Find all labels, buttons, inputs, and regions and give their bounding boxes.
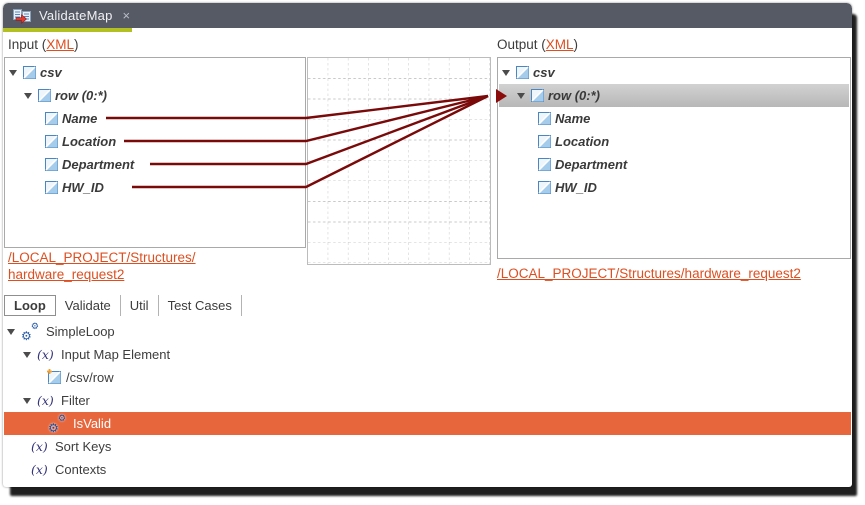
xml-element-icon <box>38 89 51 102</box>
loop-node-sort-keys[interactable]: (x) Sort Keys <box>4 435 851 458</box>
node-label: Contexts <box>55 462 107 477</box>
input-structure-link-line2[interactable]: hardware_request2 <box>8 267 125 282</box>
xml-element-icon <box>45 112 58 125</box>
active-tab-underline <box>3 28 132 32</box>
xml-element-icon <box>516 66 529 79</box>
output-header-text-suffix: ) <box>573 37 579 52</box>
xml-element-icon <box>538 112 551 125</box>
expander-icon[interactable] <box>7 329 21 335</box>
expander-icon[interactable] <box>517 93 531 99</box>
output-node-location[interactable]: Location <box>499 130 849 153</box>
input-header-text-suffix: ) <box>74 37 79 52</box>
input-node-hwid[interactable]: HW_ID <box>6 176 304 199</box>
output-node-hwid[interactable]: HW_ID <box>499 176 849 199</box>
output-node-department[interactable]: Department <box>499 153 849 176</box>
node-label: SimpleLoop <box>46 324 115 339</box>
output-node-name[interactable]: Name <box>499 107 849 130</box>
node-label: IsValid <box>73 416 112 431</box>
node-label: Location <box>62 134 117 149</box>
loop-tree: ⚙⚙ SimpleLoop (x) Input Map Element /csv… <box>4 320 851 481</box>
function-x-icon: (x) <box>31 462 48 477</box>
input-tree: csv row (0:*) Name Location Department <box>6 59 304 246</box>
expander-icon[interactable] <box>23 352 37 358</box>
xml-element-icon <box>531 89 544 102</box>
input-node-row[interactable]: row (0:*) <box>6 84 304 107</box>
node-label: csv <box>40 65 62 80</box>
node-label: Department <box>62 157 135 172</box>
loop-node-input-map-element[interactable]: (x) Input Map Element <box>4 343 851 366</box>
output-node-csv[interactable]: csv <box>499 61 849 84</box>
node-label: Filter <box>61 393 90 408</box>
bottom-tab-strip: Loop Validate Util Test Cases <box>4 295 242 316</box>
function-x-icon: (x) <box>31 439 48 454</box>
input-node-location[interactable]: Location <box>6 130 304 153</box>
tab-test-cases[interactable]: Test Cases <box>158 295 242 316</box>
loop-node-filter[interactable]: (x) Filter <box>4 389 851 412</box>
output-panel-header: Output (XML) <box>497 36 578 54</box>
node-label: Name <box>62 111 98 126</box>
loop-node-contexts[interactable]: (x) Contexts <box>4 458 851 481</box>
node-label: /csv/row <box>66 370 114 385</box>
canvas-grid <box>308 58 490 264</box>
input-node-department[interactable]: Department <box>6 153 304 176</box>
map-document-icon <box>13 8 31 24</box>
node-label: Sort Keys <box>55 439 112 454</box>
xml-element-icon <box>45 181 58 194</box>
output-tree: csv row (0:*) Name Location Department <box>499 59 849 257</box>
node-label: csv <box>533 65 555 80</box>
tab-validate[interactable]: Validate <box>55 295 121 316</box>
node-label: Input Map Element <box>61 347 171 362</box>
close-icon[interactable]: × <box>122 8 131 23</box>
function-x-icon: (x) <box>37 347 54 362</box>
expander-icon[interactable] <box>24 93 38 99</box>
editor-tab-bar: ValidateMap × <box>3 3 852 28</box>
node-label: HW_ID <box>62 180 104 195</box>
input-structure-link-block: /LOCAL_PROJECT/Structures/ hardware_requ… <box>8 249 196 283</box>
output-tree-panel: csv row (0:*) Name Location Department <box>497 57 851 259</box>
xml-element-icon <box>538 181 551 194</box>
node-label: row (0:*) <box>548 88 600 103</box>
node-label: Department <box>555 157 628 172</box>
input-panel-header: Input (XML) <box>8 36 79 54</box>
output-structure-link[interactable]: /LOCAL_PROJECT/Structures/hardware_reque… <box>497 266 801 281</box>
xml-element-icon <box>45 158 58 171</box>
output-node-row-selected[interactable]: row (0:*) <box>499 84 849 107</box>
expander-icon[interactable] <box>502 70 516 76</box>
tab-loop[interactable]: Loop <box>4 295 56 316</box>
node-label: Location <box>555 134 610 149</box>
node-label: row (0:*) <box>55 88 107 103</box>
expander-icon[interactable] <box>9 70 23 76</box>
input-header-text: Input ( <box>8 37 47 52</box>
function-x-icon: (x) <box>37 393 54 408</box>
xml-element-icon <box>23 66 36 79</box>
input-node-name[interactable]: Name <box>6 107 304 130</box>
expander-icon[interactable] <box>23 398 37 404</box>
new-element-icon <box>47 369 61 384</box>
tab-title: ValidateMap <box>39 8 113 23</box>
output-xml-link[interactable]: XML <box>545 37 574 52</box>
input-structure-link[interactable]: /LOCAL_PROJECT/Structures/ <box>8 250 196 265</box>
loop-node-isvalid-selected[interactable]: ⚙⚙ IsValid <box>4 412 851 435</box>
input-tree-panel: csv row (0:*) Name Location Department <box>4 57 306 248</box>
node-label: Name <box>555 111 591 126</box>
xml-element-icon <box>538 135 551 148</box>
node-label: HW_ID <box>555 180 597 195</box>
validate-map-window: ValidateMap × Input (XML) Output (XML) c… <box>3 3 852 487</box>
gears-icon: ⚙⚙ <box>21 320 39 343</box>
mapping-canvas <box>307 57 491 265</box>
gears-icon: ⚙⚙ <box>48 412 66 435</box>
input-xml-link[interactable]: XML <box>46 37 75 52</box>
output-header-text: Output ( <box>497 37 546 52</box>
tab-validatemap[interactable]: ValidateMap × <box>3 3 140 28</box>
loop-node-csv-row[interactable]: /csv/row <box>4 366 851 389</box>
input-node-csv[interactable]: csv <box>6 61 304 84</box>
tab-util[interactable]: Util <box>120 295 159 316</box>
xml-element-icon <box>45 135 58 148</box>
xml-element-icon <box>538 158 551 171</box>
loop-node-simpleloop[interactable]: ⚙⚙ SimpleLoop <box>4 320 851 343</box>
